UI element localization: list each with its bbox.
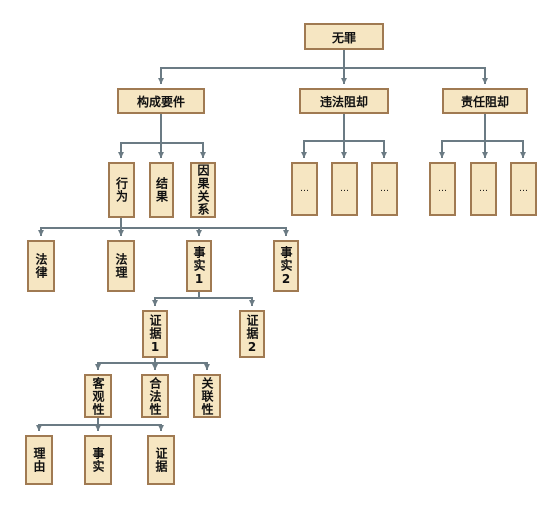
objectivity-node: 客观性: [84, 374, 112, 418]
evidence-1-node: 证据1: [142, 310, 168, 358]
causation-node: 因果关系: [190, 162, 216, 218]
reason-node: 理由: [25, 435, 53, 485]
illegality-child-node: …: [291, 162, 318, 216]
act-node: 行为: [108, 162, 135, 218]
connector-fact1: [155, 297, 255, 306]
connector-illegality: [344, 140, 387, 158]
evidence-2-node: 证据2: [239, 310, 265, 358]
connector-constitutive: [161, 142, 206, 158]
illegality-child-node: …: [371, 162, 398, 216]
connector-responsibility: [485, 140, 526, 158]
connector-act: [38, 218, 122, 236]
fact-node: 事实: [84, 435, 112, 485]
responsibility-child-node: …: [429, 162, 456, 216]
connector-responsibility: [439, 114, 486, 158]
connector-evidence1: [95, 358, 156, 370]
responsibility-child-node: …: [470, 162, 497, 216]
connector-objectivity: [36, 418, 99, 431]
connector-constitutive: [118, 114, 162, 158]
fact-1-node: 事实1: [186, 240, 212, 292]
connector-act: [121, 227, 202, 236]
illegality-exclusion-node: 违法阻却: [299, 88, 389, 114]
fact-2-node: 事实2: [273, 240, 299, 292]
connector-evidence1: [155, 362, 210, 370]
connector-root: [158, 50, 345, 84]
responsibility-exclusion-node: 责任阻却: [442, 88, 528, 114]
connector-illegality: [301, 114, 345, 158]
law-node: 法律: [27, 240, 55, 292]
connector-root: [344, 67, 488, 84]
connector-act: [199, 227, 289, 236]
constitutive-elements-node: 构成要件: [117, 88, 205, 114]
result-node: 结果: [149, 162, 174, 218]
evidence-node: 证据: [147, 435, 175, 485]
root-node: 无罪: [304, 23, 384, 50]
illegality-child-node: …: [331, 162, 358, 216]
legality-node: 合法性: [141, 374, 169, 418]
legal-theory-node: 法理: [107, 240, 135, 292]
relevance-node: 关联性: [193, 374, 221, 418]
connector-objectivity: [98, 424, 164, 431]
responsibility-child-node: …: [510, 162, 537, 216]
